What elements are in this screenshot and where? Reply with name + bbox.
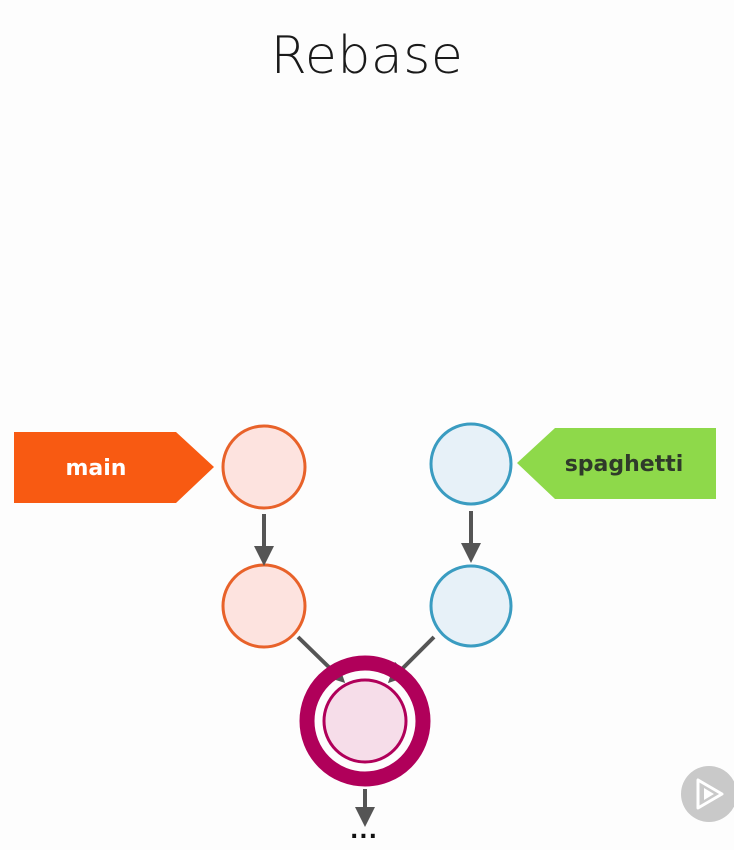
branch-label-main: main [14,432,214,503]
branch-label-spaghetti: spaghetti [517,428,716,499]
spaghetti-label-tag [517,428,716,499]
merge-commit-outer-ring [299,655,431,787]
main-commit-2 [221,563,307,649]
main-label-text: main [66,456,127,481]
main-commit-1 [221,424,307,510]
spaghetti-label-text: spaghetti [565,452,684,477]
continuation-ellipsis: ... [350,819,378,844]
spaghetti-commit-2 [429,564,513,648]
merge-commit [299,655,431,787]
main-label-tag [14,432,214,503]
page-title: Rebase [270,26,464,86]
spaghetti-commit-1 [429,422,513,506]
player-button[interactable] [681,766,734,822]
play-icon [696,778,724,810]
merge-commit-inner [322,678,408,764]
